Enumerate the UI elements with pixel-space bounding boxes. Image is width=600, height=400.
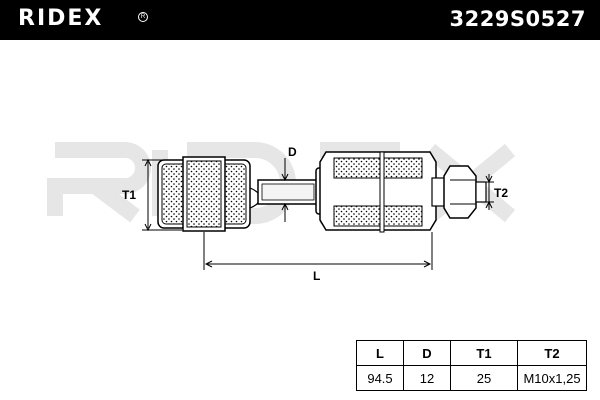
rubber-bushing-pair — [319, 151, 437, 233]
part-diagram: T1 D T2 L — [47, 142, 516, 283]
spec-header-cell: T1 — [450, 340, 518, 366]
header-bar: RIDEX R 3229S0527 — [0, 0, 600, 40]
threaded-end-nut — [431, 165, 487, 219]
spec-header-cell: D — [403, 340, 451, 366]
part-number: 3229S0527 — [449, 7, 586, 31]
spec-value-cell: 12 — [403, 365, 451, 391]
t1-label: T1 — [122, 188, 136, 202]
spec-value-cell: M10x1,25 — [517, 365, 587, 391]
t2-label: T2 — [494, 186, 508, 200]
spec-header-cell: L — [356, 340, 404, 366]
d-label: D — [288, 145, 297, 159]
brand-logo: RIDEX — [18, 6, 104, 31]
dimension-lines — [142, 158, 494, 270]
spec-header-row: L D T1 T2 — [356, 340, 587, 366]
rubber-eye-bushing — [157, 156, 261, 232]
spec-table: L D T1 T2 94.5 12 25 M10x1,25 — [356, 340, 587, 391]
spec-value-row: 94.5 12 25 M10x1,25 — [356, 365, 587, 391]
spec-value-cell: 94.5 — [356, 365, 404, 391]
spec-value-cell: 25 — [450, 365, 518, 391]
l-label: L — [313, 269, 320, 283]
registered-mark-icon: R — [138, 12, 148, 22]
spec-header-cell: T2 — [517, 340, 587, 366]
